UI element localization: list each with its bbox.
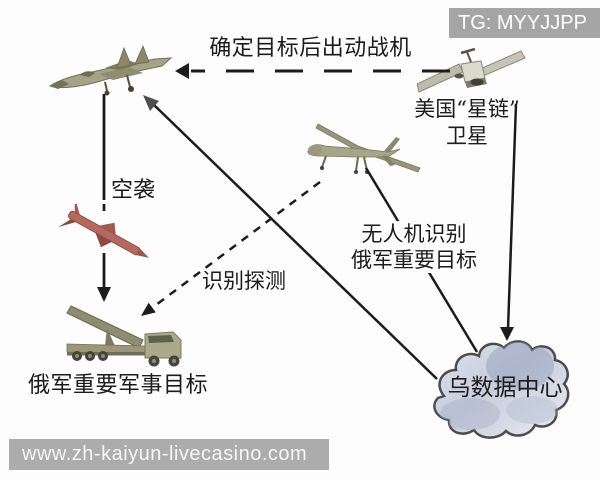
arrow-drone-to-target-detect	[141, 181, 321, 316]
uav-recon-label-line1: 无人机识别	[361, 222, 467, 246]
data-center-label: 乌数据中心	[447, 375, 563, 401]
starlink-satellite-label-line2: 卫星	[446, 124, 488, 148]
dispatch-fighter-label: 确定目标后出动战机	[209, 36, 412, 61]
recon-detect-label: 识别探测	[202, 269, 286, 293]
air-strike-label: 空袭	[111, 178, 156, 203]
arrow-fighter-to-target-airstrike	[97, 94, 111, 302]
starlink-satellite-label-line1: 美国“星链”	[414, 97, 520, 121]
telegram-badge: TG: MYYJJPP	[449, 8, 600, 38]
russian-target-label: 俄军重要军事目标	[28, 373, 209, 398]
missile-icon	[58, 204, 149, 258]
data-center-cloud	[433, 340, 570, 439]
arrow-cloud-to-fighter	[143, 95, 438, 380]
starlink-satellite-label: 美国“星链” 卫星	[396, 96, 538, 150]
uav-recon-label: 无人机识别 俄军重要目标	[338, 221, 490, 273]
watermark-url: www.zh-kaiyun-livecasino.com	[9, 439, 329, 470]
arrow-satellite-to-fighter	[175, 63, 450, 79]
fighter-jet-icon	[48, 44, 173, 96]
satellite-icon	[417, 48, 526, 93]
launcher-truck-icon	[66, 305, 182, 367]
arrow-satellite-to-cloud	[500, 103, 518, 341]
uav-recon-label-line2: 俄军重要目标	[351, 248, 477, 272]
landing-gear	[104, 74, 131, 92]
